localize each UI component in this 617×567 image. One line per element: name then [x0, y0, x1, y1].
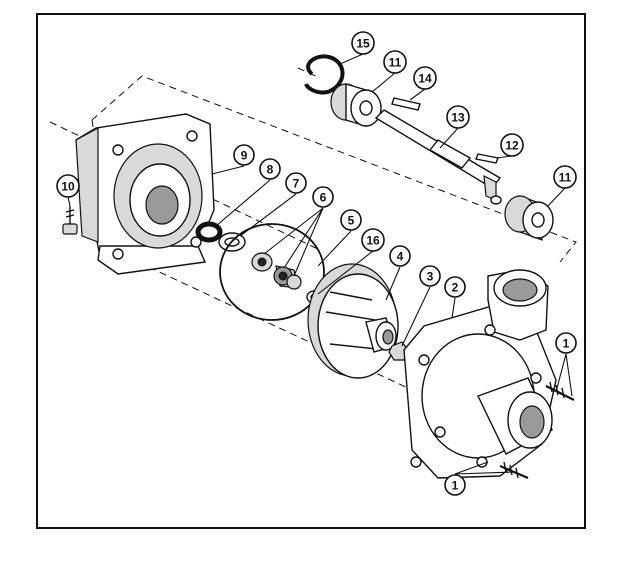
callout-c11a: 11 — [383, 50, 407, 74]
callout-c15: 15 — [351, 31, 375, 55]
callout-c4: 4 — [389, 245, 411, 267]
callout-circle — [553, 165, 577, 189]
bolt-part — [62, 206, 78, 235]
callout-number: 8 — [267, 163, 274, 177]
o-ring-part — [195, 221, 223, 243]
callout-c11b: 11 — [553, 165, 577, 189]
callout-c1a: 1 — [555, 332, 577, 354]
callout-number: 1 — [563, 337, 570, 351]
callout-circle — [444, 474, 466, 496]
callout-number: 10 — [61, 180, 75, 194]
callout-circle — [233, 144, 255, 166]
callout-c13: 13 — [446, 105, 470, 129]
callout-circle — [361, 228, 385, 252]
callout-c7: 7 — [285, 172, 307, 194]
callout-number: 9 — [241, 149, 248, 163]
callout-number: 11 — [389, 56, 402, 70]
callout-c5: 5 — [340, 209, 362, 231]
callout-number: 7 — [293, 177, 300, 191]
mechanical-seal-part — [251, 252, 302, 290]
impeller-part — [307, 263, 399, 379]
callout-c10: 10 — [56, 174, 80, 198]
callout-circle — [312, 186, 334, 208]
shaft-key-part — [391, 97, 421, 111]
motor-adapter-bracket — [75, 113, 215, 275]
callout-number: 12 — [505, 139, 519, 153]
callout-circle — [351, 31, 375, 55]
callout-number: 3 — [427, 270, 434, 284]
upper-bearing-part — [330, 83, 382, 127]
callout-number: 5 — [348, 214, 355, 228]
callout-c14: 14 — [413, 66, 437, 90]
callout-circle — [500, 133, 524, 157]
callout-circle — [555, 332, 577, 354]
leader-lines — [67, 53, 573, 475]
callout-circle — [446, 105, 470, 129]
callout-circle — [56, 174, 80, 198]
small-key-part — [475, 153, 499, 164]
callout-number: 13 — [451, 111, 465, 125]
callout-c2: 2 — [444, 276, 466, 298]
callout-number: 4 — [397, 250, 404, 264]
callout-c16: 16 — [361, 228, 385, 252]
diagram-frame — [36, 13, 586, 529]
callout-c12: 12 — [500, 133, 524, 157]
pump-casing-part — [403, 269, 557, 479]
callout-circle — [389, 245, 411, 267]
pump-shaft-part — [374, 109, 502, 205]
callout-c9: 9 — [233, 144, 255, 166]
callout-number: 14 — [418, 72, 432, 86]
callout-c6: 6 — [312, 186, 334, 208]
callout-number: 1 — [452, 479, 459, 493]
callout-number: 16 — [366, 234, 380, 248]
callout-number: 11 — [559, 171, 572, 185]
callout-c3: 3 — [419, 265, 441, 287]
callout-circle — [259, 158, 281, 180]
impeller-nut-part — [388, 341, 409, 361]
callout-circle — [419, 265, 441, 287]
callout-circle — [383, 50, 407, 74]
callout-c8: 8 — [259, 158, 281, 180]
lower-bearing-part — [504, 195, 554, 241]
callout-number: 2 — [452, 281, 459, 295]
callout-circle — [444, 276, 466, 298]
gasket-ring-part — [219, 223, 325, 321]
callout-c1b: 1 — [444, 474, 466, 496]
callout-circle — [285, 172, 307, 194]
callout-circle — [413, 66, 437, 90]
retaining-ring-part — [304, 54, 345, 95]
callout-circle — [340, 209, 362, 231]
callout-number: 6 — [320, 191, 327, 205]
callout-number: 15 — [356, 37, 370, 51]
